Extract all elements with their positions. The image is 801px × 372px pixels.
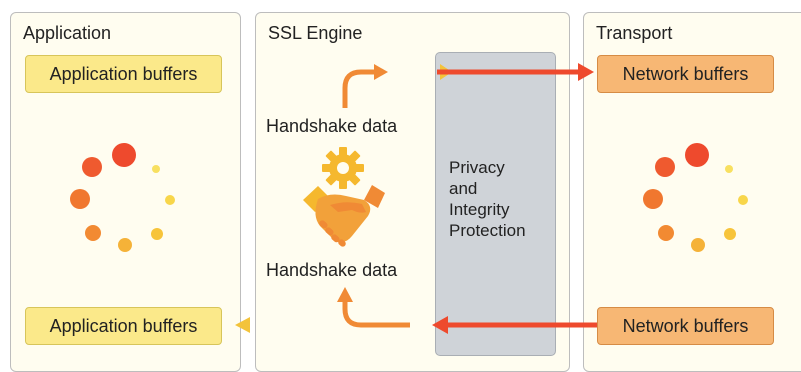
arrow-head: [235, 317, 250, 333]
protection-line: and: [449, 179, 478, 198]
transport-title: Transport: [596, 23, 673, 43]
bottom-flow-arrow: [235, 287, 598, 334]
handshake-data-label-bottom: Handshake data: [266, 260, 398, 280]
loading-spinner-icon: [70, 143, 175, 252]
application-buffers-bottom: Application buffers: [25, 307, 222, 345]
arrow-head: [432, 316, 448, 334]
network-buffers-top: Network buffers: [597, 55, 774, 93]
top-flow-arrow: [228, 63, 594, 108]
protection-line: Privacy: [449, 158, 505, 177]
gear-icon: [322, 147, 364, 189]
handshake-icon: [303, 185, 385, 247]
network-buffers-bottom: Network buffers: [597, 307, 774, 345]
protection-line: Protection: [449, 221, 526, 240]
handshake-data-label-top: Handshake data: [266, 116, 398, 136]
application-buffers-top: Application buffers: [25, 55, 222, 93]
ssl-diagram: Application SSL Engine Transport Privacy…: [10, 12, 801, 372]
diagram-graphics: [70, 63, 748, 334]
loading-spinner-icon: [643, 143, 748, 252]
arrow-head: [578, 63, 594, 81]
protection-line: Integrity: [449, 200, 510, 219]
arrow-head: [337, 287, 353, 302]
arrow-head: [374, 64, 388, 80]
privacy-integrity-box: Privacy and Integrity Protection: [435, 52, 556, 356]
privacy-integrity-label: Privacy and Integrity Protection: [449, 157, 526, 241]
ssl-engine-title: SSL Engine: [268, 23, 363, 43]
application-title: Application: [23, 23, 112, 43]
